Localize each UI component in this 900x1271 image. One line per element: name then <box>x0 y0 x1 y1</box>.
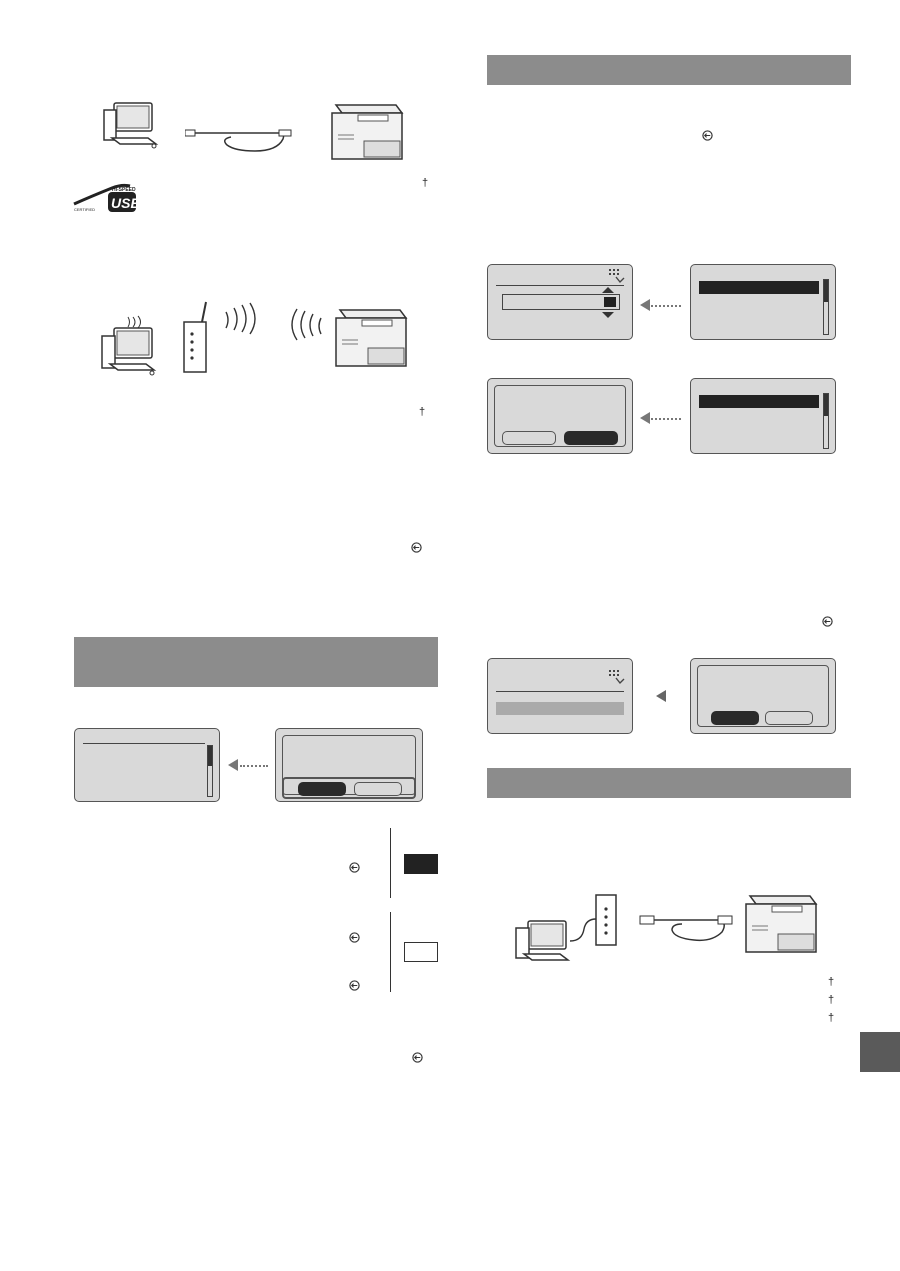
down-arrow-icon[interactable] <box>602 312 614 318</box>
lcd-list-screen <box>690 264 836 340</box>
lan-cable <box>569 918 597 942</box>
wireless-signal-icon <box>291 308 322 341</box>
usb-cable-icon <box>185 129 292 152</box>
key-off-light <box>404 942 438 962</box>
wireless-signal-icon <box>225 302 256 335</box>
circle-arrow-icon <box>349 932 360 943</box>
circle-arrow-icon <box>412 1052 423 1063</box>
printer-icon <box>335 309 408 367</box>
computer-icon <box>515 920 571 961</box>
no-button[interactable] <box>502 431 556 445</box>
computer-icon <box>103 102 159 149</box>
section-header-bar <box>487 55 851 85</box>
usb-logo-main: USB <box>111 195 138 211</box>
usb-logo: HI-SPEED CERTIFIED USB <box>73 183 138 212</box>
no-button[interactable] <box>354 782 402 796</box>
yes-button[interactable] <box>298 782 346 796</box>
arrow-icon <box>640 299 650 311</box>
circle-arrow-icon <box>702 130 713 141</box>
selected-list-item <box>699 395 819 408</box>
lcd-input-screen <box>487 264 633 340</box>
lcd-confirm-screen <box>487 378 633 454</box>
router-icon <box>183 301 207 373</box>
footnote-dagger: † <box>828 994 835 1006</box>
circle-arrow-icon <box>349 980 360 991</box>
lcd-status-screen <box>487 658 633 734</box>
button-row-highlight <box>282 777 416 799</box>
lcd-list-screen <box>690 378 836 454</box>
cursor-block <box>604 297 616 307</box>
key-on-dark <box>404 854 438 874</box>
yes-button[interactable] <box>564 431 618 445</box>
footnote-dagger: † <box>422 177 429 189</box>
footnote-dagger: † <box>828 1012 835 1024</box>
yes-button[interactable] <box>711 711 759 725</box>
arrow-icon <box>640 412 650 424</box>
arrow-icon <box>228 759 238 771</box>
lcd-menu-screen <box>74 728 220 802</box>
router-icon <box>595 894 617 946</box>
lcd-confirm-screen <box>690 658 836 734</box>
section-header-bar <box>74 637 438 687</box>
usb-logo-side: CERTIFIED <box>74 207 95 212</box>
progress-row <box>496 702 624 715</box>
lcd-confirm-screen <box>275 728 423 802</box>
touch-hand-icon <box>609 269 625 284</box>
footnote-dagger: † <box>828 976 835 988</box>
usb-logo-top: HI-SPEED <box>112 187 136 193</box>
circle-arrow-icon <box>349 862 360 873</box>
circle-arrow-icon <box>411 542 422 553</box>
arrow-icon <box>656 690 666 702</box>
lan-cable-icon <box>639 915 733 942</box>
selected-list-item <box>699 281 819 294</box>
text-input-field[interactable] <box>502 294 620 310</box>
wireless-signal-icon <box>127 315 141 329</box>
up-arrow-icon[interactable] <box>602 287 614 293</box>
printer-icon <box>745 895 818 953</box>
touch-hand-icon <box>609 670 625 685</box>
no-button[interactable] <box>765 711 813 725</box>
circle-arrow-icon <box>822 616 833 627</box>
computer-icon <box>101 327 157 376</box>
chapter-thumb-tab <box>860 1032 900 1072</box>
section-header-bar <box>487 768 851 798</box>
footnote-dagger: † <box>419 406 426 418</box>
printer-icon <box>331 104 404 160</box>
